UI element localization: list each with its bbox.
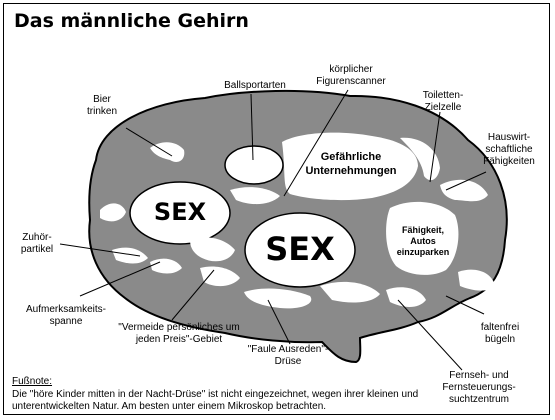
sulcus-bottom-center [320, 281, 380, 303]
region-sex-center-label: SEX [265, 230, 335, 268]
region-sex-left [129, 181, 231, 245]
label-zuhoer: Zuhör-partikel [20, 232, 54, 255]
label-hauswirt: Hauswirt-schaftliche Fähigkeiten [483, 132, 535, 167]
region-gefaehrliche-label: Gefährliche Unternehmungen [305, 151, 397, 177]
sulcus-bier [150, 142, 185, 162]
sulcus-lower-left [190, 237, 235, 262]
region-ballsport [224, 145, 284, 185]
sulcus-fernseh [386, 287, 426, 307]
label-vermeide: "Vermeide persönliches um jeden Preis"-G… [118, 322, 240, 345]
label-toiletten: Toiletten-Zielzelle [422, 90, 464, 113]
region-sex-left-label: SEX [153, 198, 207, 226]
sulcus-right-upper [440, 179, 488, 202]
sulcus-top-right [400, 137, 440, 181]
label-aufmerksam: Aufmerksamkeits-spanne [25, 304, 106, 327]
label-faule: "Faule Ausreden"-Drüse [247, 344, 329, 367]
footnote-text: Die "höre Kinder mitten in der Nacht-Drü… [12, 389, 419, 412]
label-faltenfrei: faltenfrei bügeln [480, 322, 520, 345]
page-title: Das männliche Gehirn [14, 10, 249, 32]
sulcus-faule [244, 288, 312, 309]
sulcus-left-small [100, 203, 126, 222]
region-sex-center [244, 212, 356, 288]
image-frame [3, 3, 550, 415]
region-gefaehrliche [282, 132, 418, 201]
region-parken-label: Fähigkeit, Autos einzuparken [396, 225, 450, 257]
sulcus-right-lower [458, 269, 495, 291]
region-parken [386, 201, 459, 275]
sulcus-zuhoer [112, 247, 148, 264]
sulcus-vermeide [200, 266, 240, 287]
sulcus-mid [230, 187, 280, 205]
label-figuren: körplicher Figurenscanner [316, 64, 386, 87]
pointer-lines [59, 89, 487, 371]
label-fernseh: Fernseh- und Fernsteuerungs-suchtzentrum [442, 370, 516, 405]
label-ballsport: Ballsportarten [224, 80, 286, 91]
label-bier: Bier trinken [86, 94, 117, 117]
footnote-heading: Fußnote: [12, 376, 53, 387]
